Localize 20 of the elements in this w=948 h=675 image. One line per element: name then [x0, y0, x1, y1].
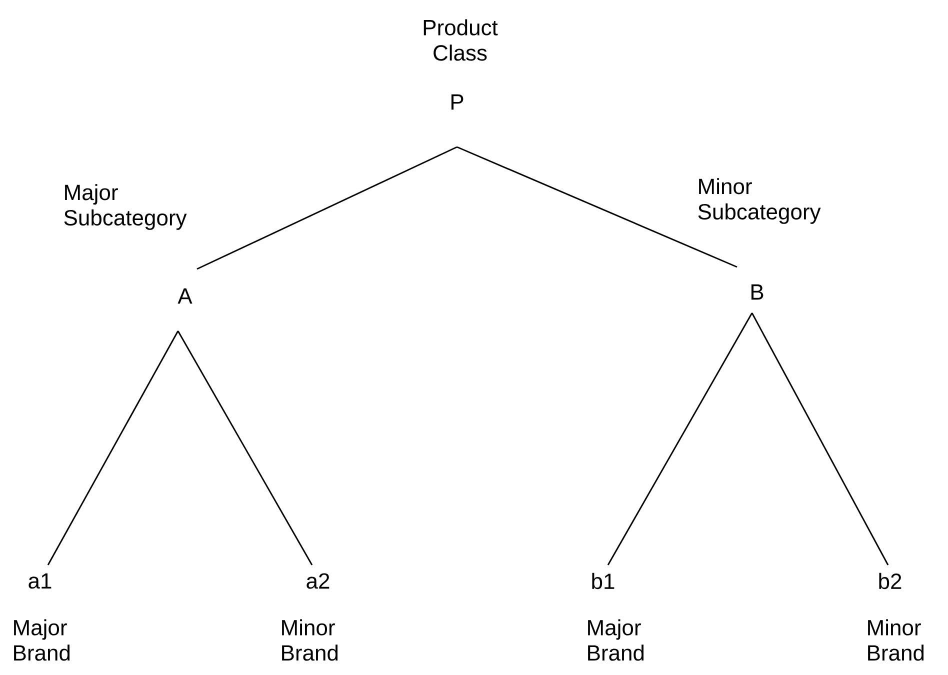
caption-label: Major Subcategory: [64, 184, 187, 230]
node-label: b1: [592, 572, 614, 590]
tree-line: [607, 312, 753, 566]
node-label: a1: [28, 573, 52, 589]
node-label: b2: [879, 572, 902, 590]
tree-line: [196, 146, 458, 270]
caption-label: Minor Brand: [282, 619, 338, 661]
caption-label: Major Brand: [588, 619, 644, 661]
node-label: A: [178, 288, 192, 304]
tree-line: [751, 312, 889, 566]
caption-label: Product Class: [424, 19, 498, 61]
node-label: B: [751, 284, 764, 300]
node-label: a2: [306, 573, 330, 589]
caption-label: Major Brand: [14, 619, 70, 661]
tree-line: [47, 330, 179, 566]
tree-line: [177, 330, 313, 566]
node-label: P: [451, 94, 464, 110]
caption-label: Minor Subcategory: [698, 178, 821, 224]
caption-label: Minor Brand: [868, 619, 924, 661]
tree-line: [456, 146, 738, 268]
